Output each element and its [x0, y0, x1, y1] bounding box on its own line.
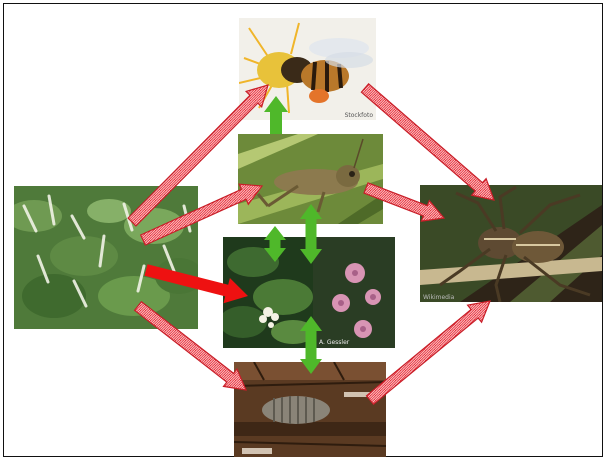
arrow-knotweed-to-bee [128, 85, 268, 226]
arrow-knotweed-to-plants [145, 264, 249, 303]
arrow-grasshopper-plants-right [300, 204, 322, 264]
arrow-grasshopper-to-spider [364, 183, 444, 221]
arrow-knotweed-to-woodlouse [135, 302, 246, 390]
arrow-grasshopper-to-bee [264, 96, 288, 134]
arrow-plants-to-woodlouse [300, 316, 322, 374]
arrow-bee-to-spider [361, 84, 494, 200]
arrow-grasshopper-plants-left [264, 226, 286, 262]
arrow-woodlouse-to-spider [367, 301, 491, 404]
